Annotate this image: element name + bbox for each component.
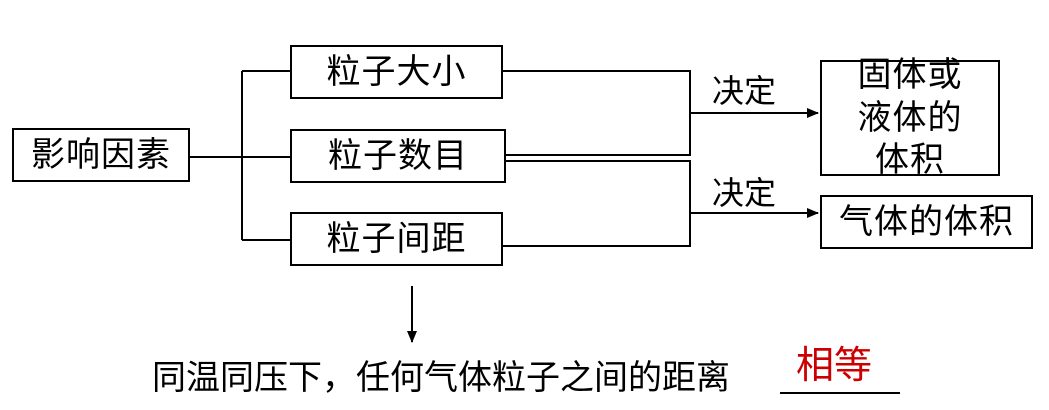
factor-label-size: 粒子大小 <box>326 51 467 92</box>
factor-box-spacing: 粒子间距 <box>290 212 503 266</box>
outcome-label-solid-liquid: 固体或液体的体积 <box>857 55 963 181</box>
root-factor-box: 影响因素 <box>12 128 190 182</box>
answer-text: 相等 <box>796 343 873 387</box>
determines-label-upper: 决定 <box>712 72 777 110</box>
factor-label-spacing: 粒子间距 <box>326 218 467 259</box>
lower-merge-connector <box>503 160 691 247</box>
factor-box-number: 粒子数目 <box>290 129 506 183</box>
upper-merge-connector <box>503 70 691 156</box>
root-factor-label: 影响因素 <box>31 134 171 175</box>
conclusion-sentence: 同温同压下，任何气体粒子之间的距离 <box>152 358 730 398</box>
outcome-box-solid-liquid: 固体或液体的体积 <box>820 55 1000 180</box>
factor-box-size: 粒子大小 <box>290 45 503 99</box>
answer-blank-line <box>780 338 900 394</box>
factor-label-number: 粒子数目 <box>328 135 468 176</box>
outcome-label-gas: 气体的体积 <box>839 201 1014 242</box>
determines-label-lower: 决定 <box>712 174 777 212</box>
outcome-box-gas: 气体的体积 <box>820 195 1033 249</box>
